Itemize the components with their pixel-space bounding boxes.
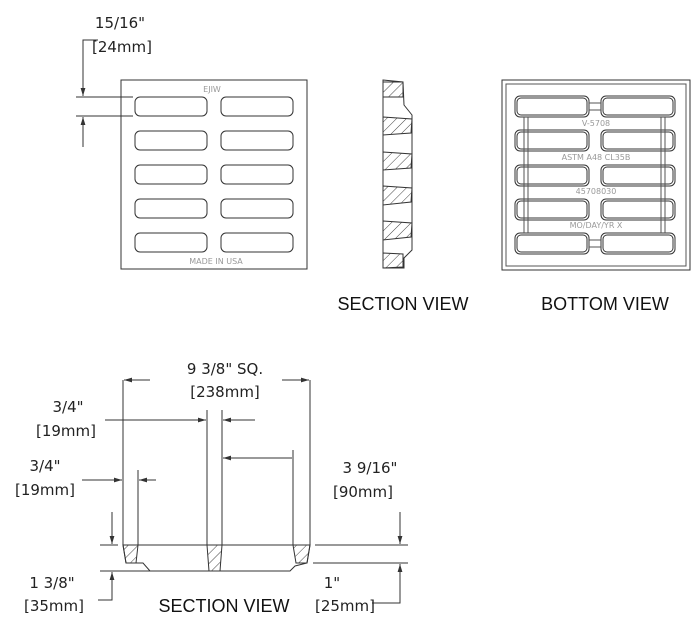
slot (600, 129, 676, 152)
slot (514, 95, 590, 118)
cast-text-ejiw: EJIW (203, 85, 221, 94)
slot (220, 232, 294, 253)
slot (514, 164, 590, 187)
slot (220, 164, 294, 185)
dim-mm: [24mm] (92, 38, 152, 56)
slot (516, 166, 588, 185)
slot (134, 96, 208, 117)
slot (220, 96, 294, 117)
dim-bar-mm: [19mm] (36, 422, 96, 440)
slot-width-dimension: 15/16" [24mm] (76, 14, 152, 147)
dim-rim-mm: [25mm] (315, 597, 375, 615)
dim-edge-mm: [19mm] (15, 481, 75, 499)
slot (602, 200, 674, 219)
side-section-view: SECTION VIEW (337, 79, 469, 314)
slot (220, 198, 294, 219)
slot (220, 130, 294, 151)
depth-dimension: 1 3/8" [35mm] (24, 512, 150, 615)
slot (134, 198, 208, 219)
cast-mark-model: V-5708 (582, 119, 610, 128)
slot (516, 131, 588, 150)
bottom-view-label: BOTTOM VIEW (541, 294, 669, 314)
slot (600, 232, 676, 255)
dim-depth-mm: [35mm] (24, 597, 84, 615)
slot (134, 164, 208, 185)
slot (514, 129, 590, 152)
dim-edge-in: 3/4" (29, 457, 60, 475)
edge-width-dimension: 3/4" [19mm] (15, 457, 156, 499)
dim-spacing-mm: [90mm] (333, 483, 393, 501)
dim-overall-in: 9 3/8" SQ. (187, 360, 263, 378)
top-view: EJIW MADE IN USA 15/16" [24mm] (76, 14, 308, 270)
slot (516, 200, 588, 219)
slot (600, 164, 676, 187)
overall-width-dimension: 9 3/8" SQ. [238mm] (124, 360, 309, 401)
dim-rim-in: 1" (324, 574, 340, 592)
slot (514, 198, 590, 221)
dim-bar-in: 3/4" (52, 398, 83, 416)
dim-inches: 15/16" (95, 14, 145, 32)
slot (600, 95, 676, 118)
slot (600, 198, 676, 221)
bottom-view: V-5708 ASTM A48 CL35B 45708030 MO/DAY/YR… (501, 79, 691, 314)
slot (602, 234, 674, 253)
bar-spacing-dimension: 3 9/16" [90mm] (223, 455, 398, 501)
slot (134, 130, 208, 151)
bar-width-dimension: 3/4" [19mm] (36, 398, 255, 440)
dim-spacing-in: 3 9/16" (343, 459, 398, 477)
slot (134, 232, 208, 253)
slot (602, 166, 674, 185)
dim-overall-mm: [238mm] (190, 383, 260, 401)
rim-dimension: 1" [25mm] (313, 512, 408, 615)
section-view-label-2: SECTION VIEW (158, 596, 289, 616)
slot (602, 97, 674, 116)
slot (602, 131, 674, 150)
slot (514, 232, 590, 255)
cast-mark-astm: ASTM A48 CL35B (562, 153, 631, 162)
cast-mark-date: MO/DAY/YR X (570, 221, 623, 230)
slot (516, 234, 588, 253)
section-view-label: SECTION VIEW (337, 294, 468, 314)
cast-mark-part-number: 45708030 (576, 187, 617, 196)
slot (516, 97, 588, 116)
cast-text-made-in-usa: MADE IN USA (189, 257, 243, 266)
front-section-view: 9 3/8" SQ. [238mm] 3/4" [19mm] 3/4" [19m… (15, 360, 408, 616)
dim-depth-in: 1 3/8" (29, 574, 74, 592)
